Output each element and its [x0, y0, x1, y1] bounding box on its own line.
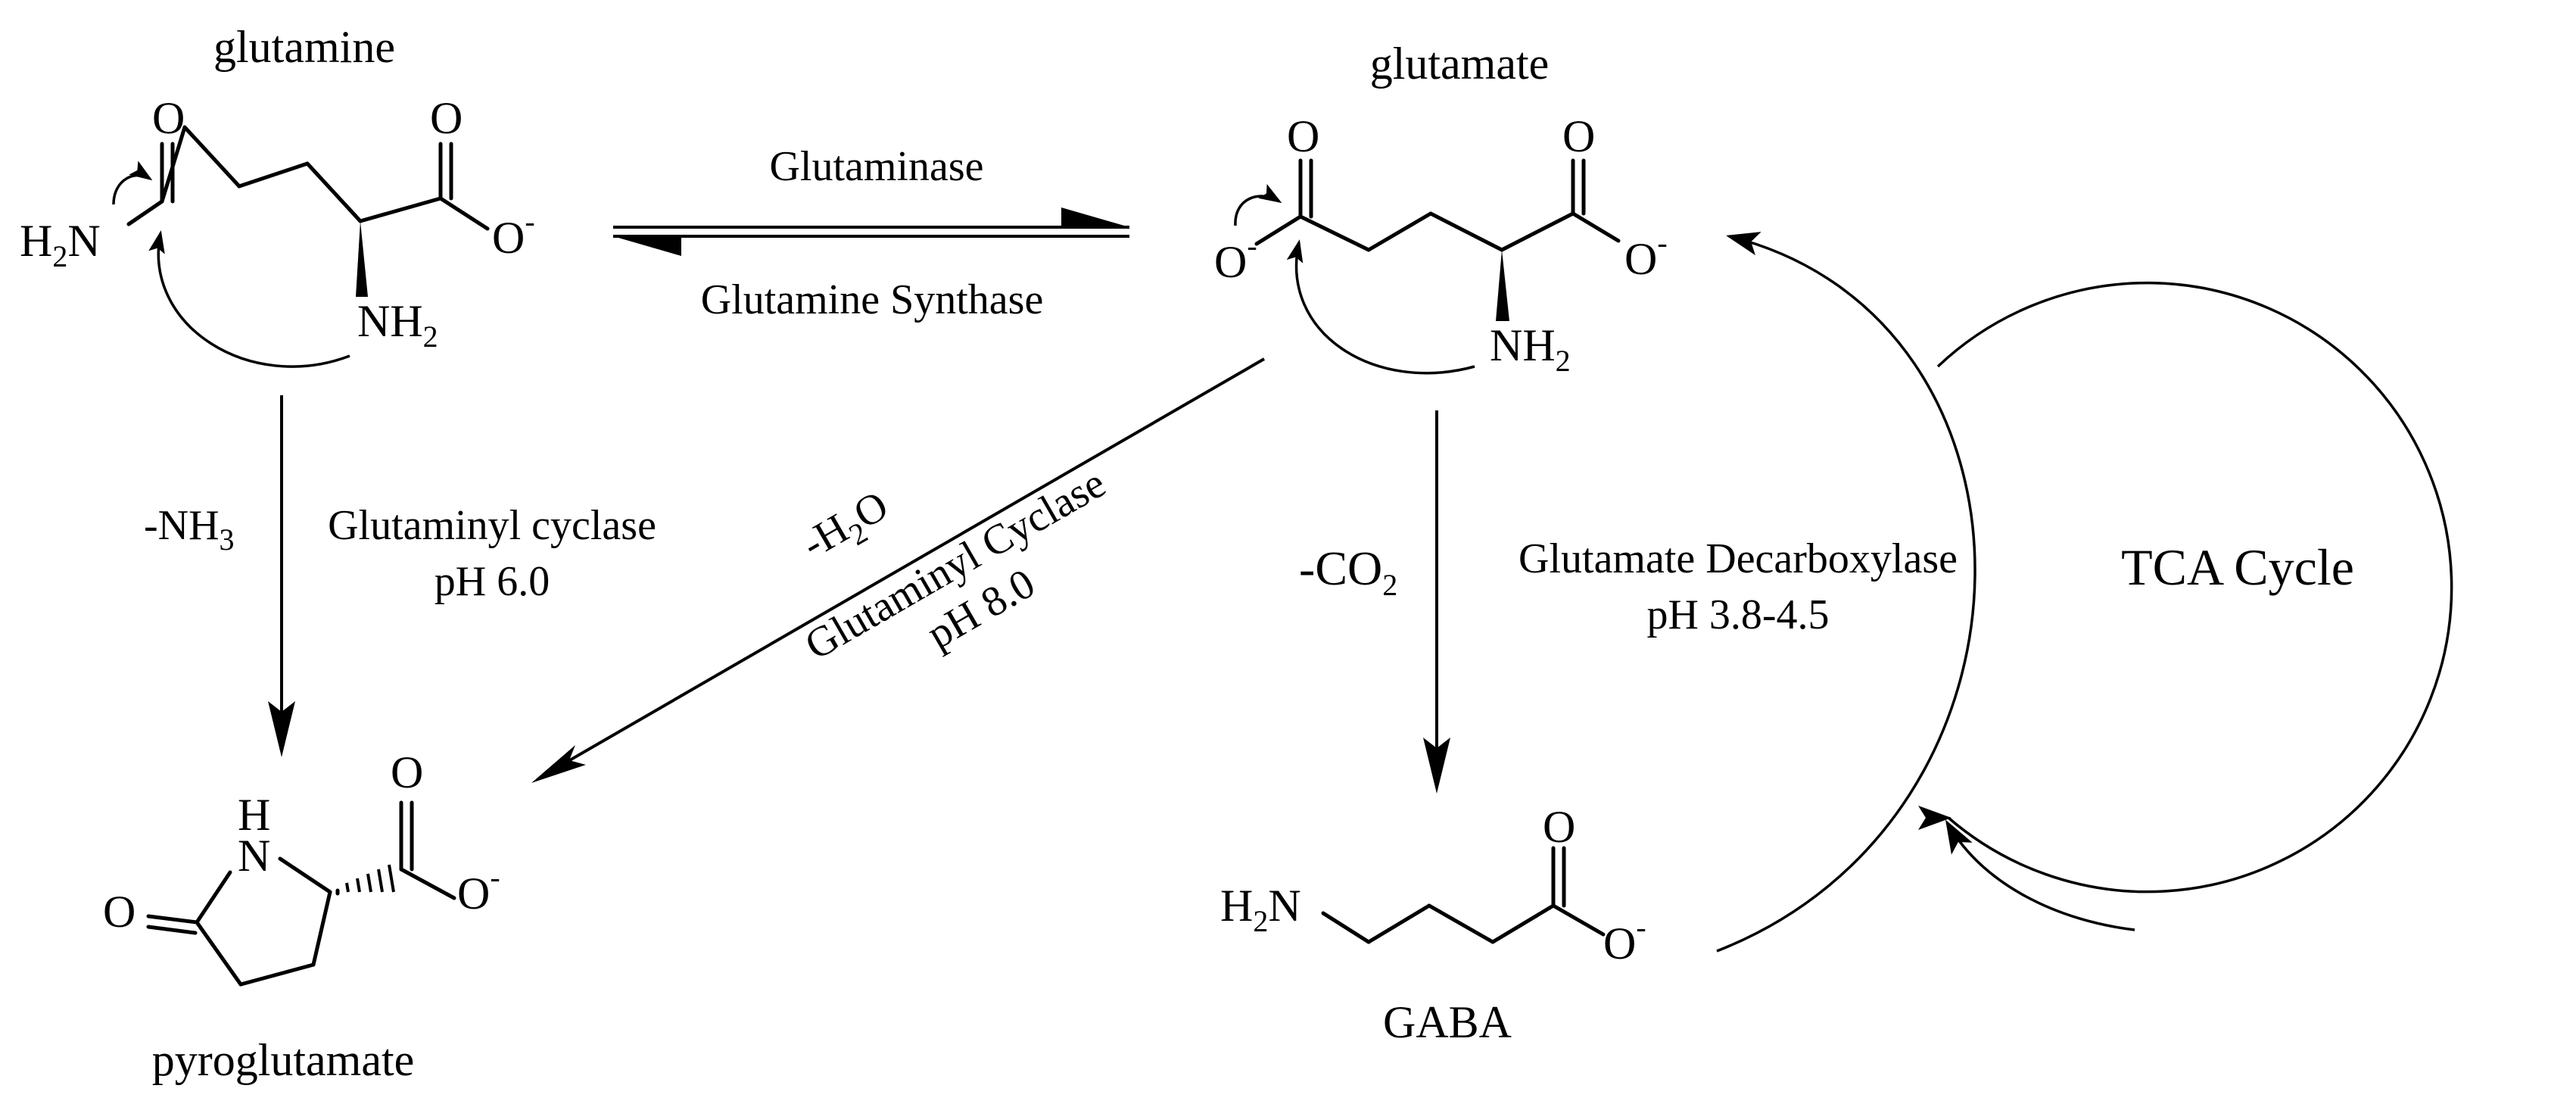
h2o-loss-label: -H2O: [794, 482, 900, 575]
pyroglutamate-structure: O O- O H N pyroglutamate: [103, 747, 500, 1085]
atom-h: H: [238, 790, 270, 840]
glutamate-structure: glutamate O O O- O- NH2: [1214, 39, 1668, 378]
glutaminase-label: Glutaminase: [769, 143, 983, 190]
gaba-label: GABA: [1383, 997, 1512, 1047]
glutamate-label: glutamate: [1370, 39, 1550, 89]
atom-nh2: NH2: [1490, 320, 1571, 378]
atom-h2n: H2N: [1220, 881, 1301, 938]
glutamate-decarboxylase-label: Glutamate Decarboxylase: [1519, 535, 1958, 582]
atom-o-minus: O-: [492, 204, 535, 263]
glutamine-label: glutamine: [213, 22, 395, 72]
atom-o: O: [391, 747, 423, 797]
glutamine-to-pyroglutamate: -NH3 Glutaminyl cyclase pH 6.0: [144, 395, 656, 757]
atom-o: O: [1287, 111, 1319, 161]
glutamate-to-pyroglutamate: -H2O Glutaminyl Cyclase pH 8.0: [531, 357, 1266, 783]
glutamine-synthase-label: Glutamine Synthase: [701, 276, 1044, 323]
nh3-loss-label: -NH3: [144, 502, 235, 557]
hashed-bond: [335, 864, 395, 896]
atom-o-minus: O-: [1214, 229, 1257, 287]
atom-nh2: NH2: [357, 296, 438, 354]
atom-o: O: [430, 93, 463, 143]
atom-o: O: [152, 93, 185, 143]
ph-6-label: pH 6.0: [435, 558, 550, 605]
atom-o-minus: O-: [1624, 226, 1668, 284]
co2-loss-label: -CO2: [1299, 541, 1397, 602]
gaba-structure: O O- H2N GABA: [1220, 802, 1646, 1047]
glutaminyl-cyclase-label: Glutaminyl cyclase: [328, 502, 656, 549]
atom-h2n: H2N: [20, 216, 101, 273]
tca-cycle-label: TCA Cycle: [2121, 538, 2354, 596]
atom-o: O: [1562, 111, 1595, 161]
glutamate-to-gaba: -CO2 Glutamate Decarboxylase pH 3.8-4.5: [1299, 410, 1958, 794]
equilibrium-arrows: Glutaminase Glutamine Synthase: [613, 143, 1129, 323]
atom-o-minus: O-: [1603, 910, 1646, 968]
atom-o: O: [103, 887, 135, 937]
atom-n: N: [238, 831, 270, 881]
glutamine-structure: glutamine O O H2N O- NH2: [20, 22, 535, 368]
pyroglutamate-label: pyroglutamate: [152, 1035, 415, 1085]
atom-o: O: [1543, 802, 1575, 852]
tca-cycle: TCA Cycle: [1716, 232, 2453, 953]
atom-o-minus: O-: [457, 860, 500, 919]
ph-range-label: pH 3.8-4.5: [1646, 591, 1829, 638]
